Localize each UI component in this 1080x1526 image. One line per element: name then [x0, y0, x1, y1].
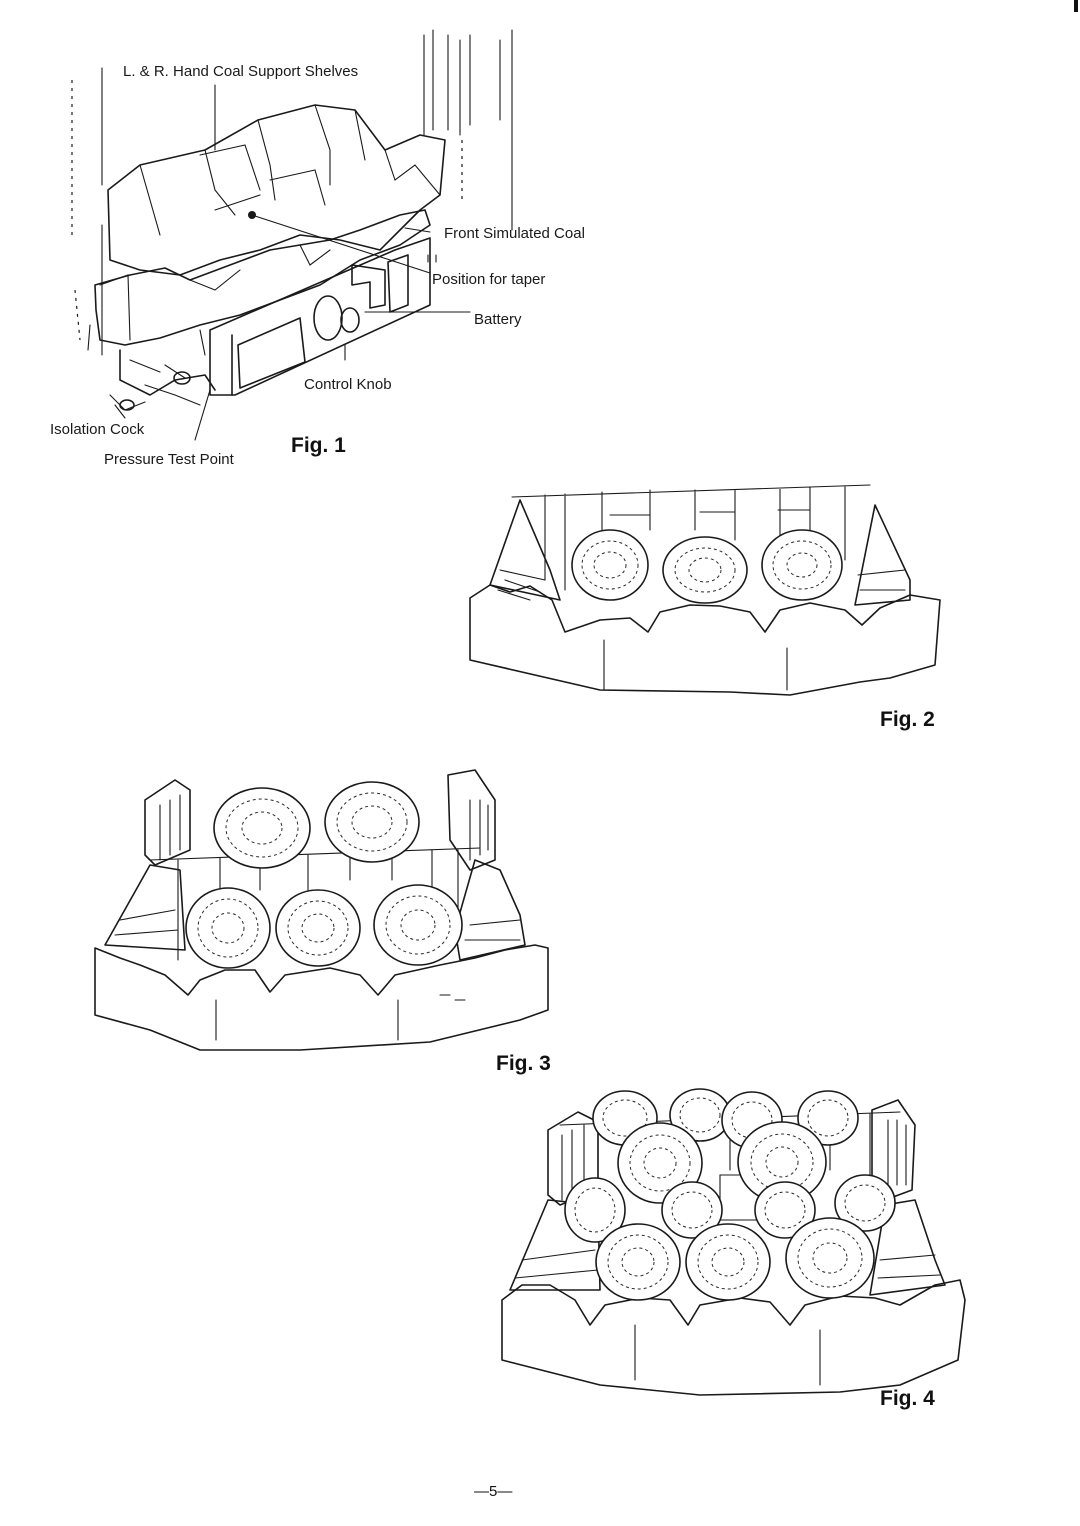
fig3-caption: Fig. 3 — [496, 1052, 551, 1075]
fig1-caption: Fig. 1 — [291, 434, 346, 457]
label-position-for-taper: Position for taper — [432, 271, 546, 288]
label-control-knob: Control Knob — [304, 376, 392, 393]
scan-mark — [1074, 0, 1078, 12]
label-battery: Battery — [474, 311, 522, 328]
fig3-drawing — [95, 770, 548, 1050]
label-coal-support-shelves: L. & R. Hand Coal Support Shelves — [123, 63, 359, 80]
fig1-drawing — [72, 30, 512, 440]
fig2-drawing — [470, 485, 940, 695]
label-isolation-cock: Isolation Cock — [50, 421, 145, 438]
fig4-drawing — [502, 1089, 965, 1395]
fig2-caption: Fig. 2 — [880, 708, 935, 731]
fig4-caption: Fig. 4 — [880, 1387, 935, 1410]
label-pressure-test-point: Pressure Test Point — [104, 451, 234, 468]
label-front-simulated-coal: Front Simulated Coal — [444, 225, 585, 242]
page-number: —5— — [474, 1483, 513, 1500]
